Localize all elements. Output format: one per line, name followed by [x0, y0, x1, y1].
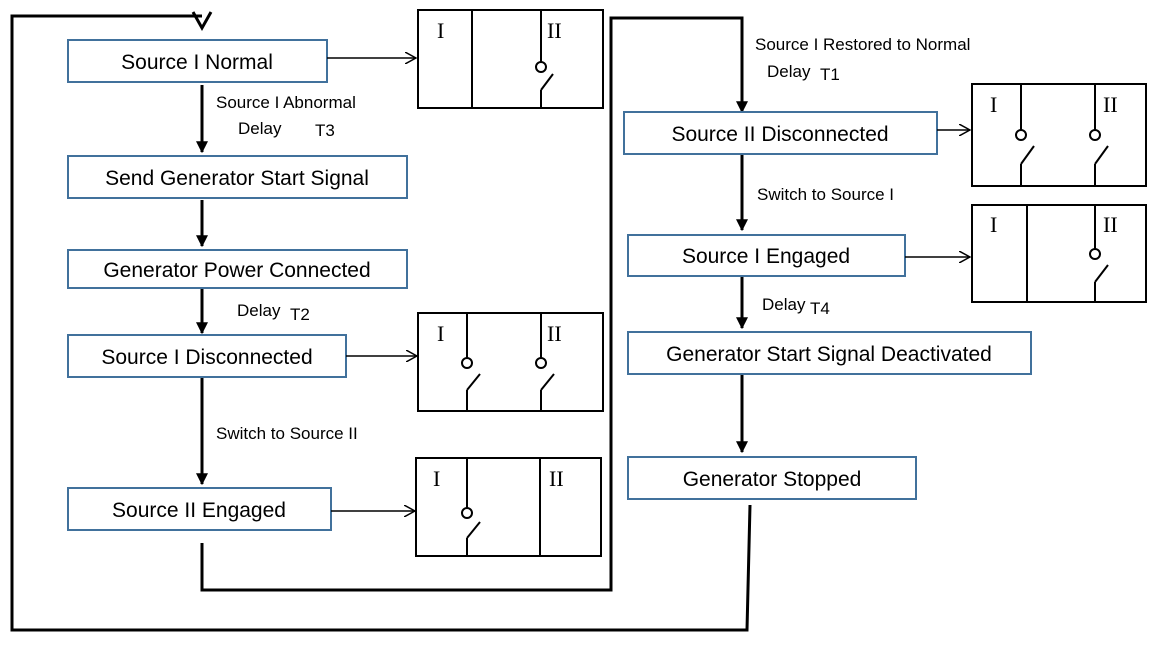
step-send-generator-start: Send Generator Start Signal [67, 155, 408, 199]
label-delay-t4: Delay [762, 295, 806, 314]
step-label: Generator Start Signal Deactivated [666, 343, 992, 366]
step-source2-engaged: Source II Engaged [67, 487, 332, 531]
label-source1-restored: Source I Restored to Normal [755, 35, 970, 54]
switch-panel-source1-disconnected: I II [417, 312, 604, 412]
panel-label-source2: II [547, 18, 562, 43]
panel-label-source1: I [437, 18, 444, 43]
step-label: Generator Power Connected [103, 259, 370, 282]
switch-panel-source2-disconnected: I II [971, 83, 1147, 187]
label-delay-t1: Delay [767, 62, 811, 81]
panel-label-source1: I [437, 321, 444, 346]
panel-label-source1: I [433, 466, 440, 491]
loop-arrowhead-top [191, 11, 213, 32]
label-delay-t3: Delay [238, 119, 282, 138]
panel-label-source2: II [549, 466, 564, 491]
panel-label-source2: II [1103, 212, 1118, 237]
panel-label-source1: I [990, 212, 997, 237]
loop-line-left [10, 14, 752, 632]
switch-panel-source1-engaged: I II [971, 204, 1147, 303]
label-t1: T1 [820, 65, 840, 84]
step-label: Source I Disconnected [101, 346, 312, 369]
step-source1-disconnected: Source I Disconnected [67, 334, 347, 378]
label-t2: T2 [290, 305, 310, 324]
step-label: Source II Engaged [112, 499, 286, 522]
step-generator-stopped: Generator Stopped [627, 456, 917, 500]
step-gen-start-deactivated: Generator Start Signal Deactivated [627, 331, 1032, 375]
loop-line-center [200, 16, 748, 592]
switch-panel-source1-normal: I II [417, 9, 604, 109]
label-switch-to-source1: Switch to Source I [757, 185, 894, 204]
label-switch-to-source2: Switch to Source II [216, 424, 358, 443]
switch-panel-source2-engaged: I II [415, 457, 602, 557]
step-source1-normal: Source I Normal [67, 39, 328, 83]
label-delay-t2: Delay [237, 301, 281, 320]
step-generator-power-connected: Generator Power Connected [67, 249, 408, 289]
panel-label-source2: II [547, 321, 562, 346]
step-label: Source I Engaged [682, 245, 850, 268]
label-t3: T3 [315, 121, 335, 140]
label-t4: T4 [810, 299, 830, 318]
step-label: Send Generator Start Signal [105, 167, 369, 190]
step-label: Generator Stopped [683, 468, 862, 491]
step-source1-engaged: Source I Engaged [627, 234, 906, 277]
step-label: Source II Disconnected [671, 123, 888, 146]
step-source2-disconnected: Source II Disconnected [623, 111, 938, 155]
panel-label-source2: II [1103, 92, 1118, 117]
panel-label-source1: I [990, 92, 997, 117]
label-source1-abnormal: Source I Abnormal [216, 93, 356, 112]
step-label: Source I Normal [121, 51, 273, 74]
